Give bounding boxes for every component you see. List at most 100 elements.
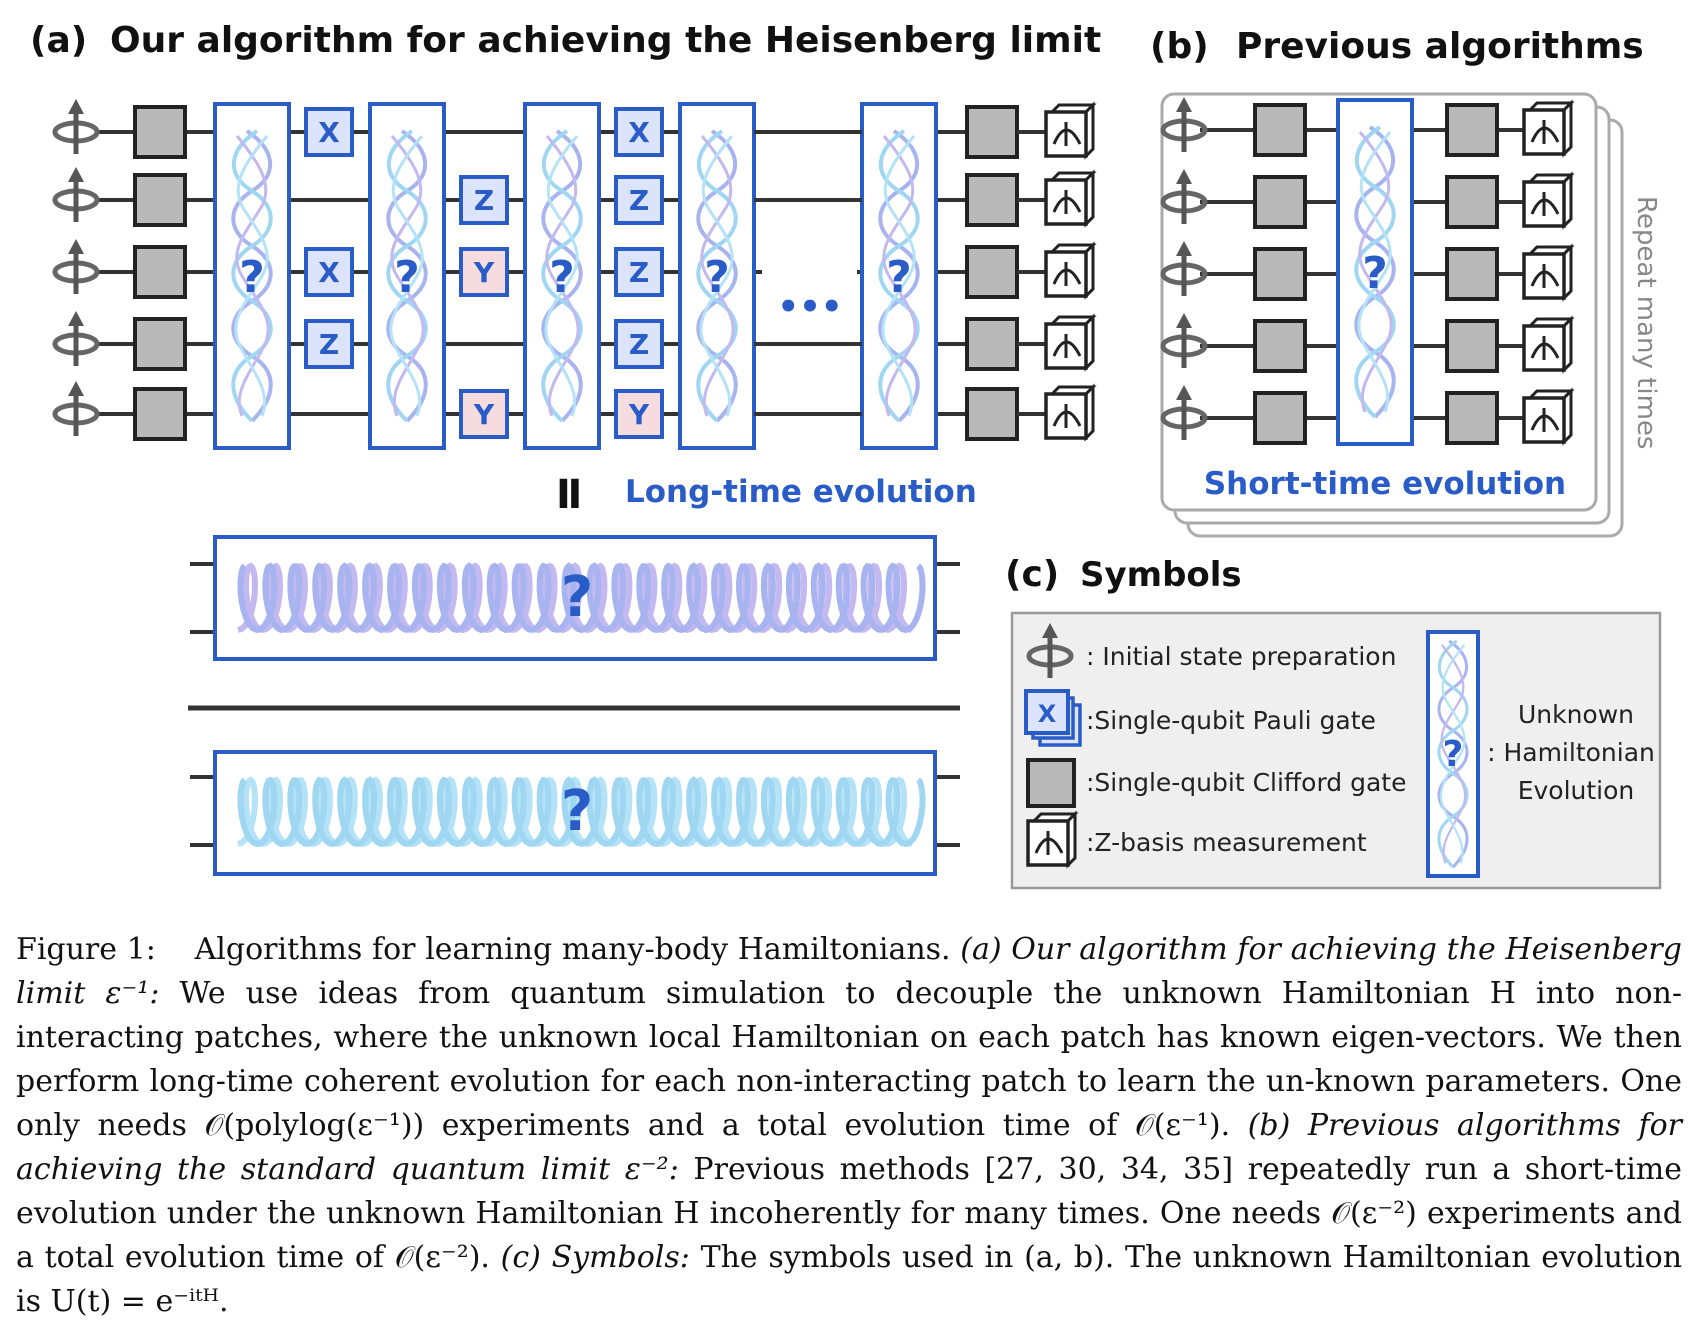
pauli-gate-letter: X [318, 116, 340, 149]
clifford-gate [1445, 175, 1499, 229]
legend-measurement: :Z-basis measurement [1086, 828, 1367, 857]
clifford-gate [1253, 103, 1307, 157]
pauli-gate-letter: X [318, 256, 340, 289]
pauli-gate-letter: Y [473, 256, 495, 289]
clifford-gate [1445, 103, 1499, 157]
caption-b-head: (b) Previous algorithms for achieving th… [16, 1108, 1682, 1187]
figure-caption: Figure 1: Algorithms for learning many-b… [16, 928, 1682, 1324]
question-mark: ? [704, 252, 730, 303]
pauli-gate-letter: Z [629, 184, 649, 217]
question-mark: ? [561, 565, 593, 630]
ellipsis: ••• [777, 287, 842, 327]
pauli-gate: Z [459, 175, 509, 225]
pauli-gate: Z [614, 247, 664, 297]
figure-canvas: (a) Our algorithm for achieving the Heis… [30, 20, 1662, 890]
pauli-glyph: X [1038, 700, 1057, 728]
pauli-gate-letter: Z [629, 328, 649, 361]
unknown-evolution-box: ? [523, 102, 601, 450]
legend-unknown-1: Unknown [1518, 700, 1634, 729]
question-mark: ? [549, 252, 575, 303]
legend-clifford: :Single-qubit Clifford gate [1086, 768, 1406, 797]
pauli-gate-letter: X [628, 116, 650, 149]
meter-icon [1044, 171, 1095, 226]
meter-icon [1026, 812, 1077, 867]
clifford-gate [965, 245, 1019, 299]
pauli-gate-letter: Z [629, 256, 649, 289]
caption-b-body: Previous methods [27, 30, 34, 35] repeat… [16, 1152, 1682, 1275]
long-time-label: Long-time evolution [625, 474, 977, 510]
symbols-legend: : Initial state preparation X :Single-qu… [1010, 611, 1662, 890]
clifford-gate [1445, 391, 1499, 445]
unknown-evolution-icon: ? [1426, 630, 1480, 878]
clifford-gate [133, 105, 187, 159]
clifford-gate [965, 173, 1019, 227]
unknown-evolution-box: ? [368, 102, 446, 450]
pauli-gate: X [304, 107, 354, 157]
pauli-gate: Y [614, 389, 664, 439]
clifford-gate [965, 105, 1019, 159]
clifford-gate [133, 387, 187, 441]
meter-icon [1044, 103, 1095, 158]
pauli-gate: Y [459, 247, 509, 297]
panel-c-title: Symbols [1080, 555, 1242, 595]
pauli-gate: X [614, 107, 664, 157]
clifford-gate [1253, 175, 1307, 229]
spin-arrow-icon [55, 381, 97, 436]
question-mark: ? [561, 779, 593, 844]
question-mark: ? [1443, 734, 1464, 775]
equivalence-symbol: Ⅱ [556, 472, 582, 518]
caption-a-body: We use ideas from quantum simulation to … [16, 976, 1683, 1143]
clifford-gate [133, 317, 187, 371]
spin-arrow-icon [55, 99, 97, 154]
pauli-gate-letter: Y [473, 398, 495, 431]
meter-icon [1522, 173, 1573, 228]
panel-c-label: (c) [1005, 554, 1059, 595]
question-mark: ? [239, 252, 265, 303]
unknown-evolution-box: ? [678, 102, 756, 450]
pauli-gate: Y [459, 389, 509, 439]
caption-c-body: The symbols used in (a, b). The unknown … [16, 1240, 1683, 1319]
panel-a-title: Our algorithm for achieving the Heisenbe… [110, 20, 1101, 61]
caption-c-head: (c) Symbols: [500, 1240, 690, 1275]
meter-icon [1522, 389, 1573, 444]
caption-title: Algorithms for learning many-body Hamilt… [194, 932, 951, 967]
panel-b-circuit: ? [1163, 97, 1573, 446]
unknown-evolution-box: ? [213, 102, 291, 450]
meter-icon [1044, 315, 1095, 370]
clifford-gate [1445, 247, 1499, 301]
gray-square-icon [1026, 758, 1076, 808]
panel-b-title: Previous algorithms [1236, 26, 1644, 67]
clifford-gate [965, 317, 1019, 371]
pauli-stack-icon: X [1024, 689, 1082, 747]
pauli-gate: Z [304, 319, 354, 369]
caption-figure-number: Figure 1: [16, 932, 156, 967]
panel-a-label: (a) [30, 20, 87, 61]
legend-unknown-2: : Hamiltonian [1487, 738, 1655, 767]
meter-icon [1522, 245, 1573, 300]
meter-icon [1522, 317, 1573, 372]
pauli-gate-letter: Y [628, 398, 650, 431]
legend-unknown-3: Evolution [1518, 776, 1635, 805]
unknown-evolution-box: ? [860, 102, 938, 450]
pauli-gate-letter: Z [319, 328, 339, 361]
clifford-gate [1445, 319, 1499, 373]
clifford-gate [1253, 247, 1307, 301]
clifford-gate [965, 387, 1019, 441]
clifford-gate [1253, 319, 1307, 373]
long-time-evolution-top: ? [190, 535, 960, 661]
pauli-gate: Z [614, 175, 664, 225]
caption-a-head: (a) Our algorithm for achieving the Heis… [16, 932, 1682, 1011]
pauli-gate: X [304, 247, 354, 297]
panel-b-label: (b) [1150, 26, 1209, 67]
panel-a-circuit: ? ? ? ? ? ••• [55, 99, 1095, 450]
meter-icon [1044, 385, 1095, 440]
spin-arrow-icon [55, 311, 97, 366]
question-mark: ? [886, 252, 912, 303]
long-time-evolution-bottom: ? [190, 750, 960, 876]
clifford-gate [133, 245, 187, 299]
meter-icon [1044, 243, 1095, 298]
spin-arrow-icon [55, 239, 97, 294]
meter-icon [1522, 101, 1573, 156]
legend-pauli: :Single-qubit Pauli gate [1086, 706, 1376, 735]
question-mark: ? [1362, 248, 1388, 299]
